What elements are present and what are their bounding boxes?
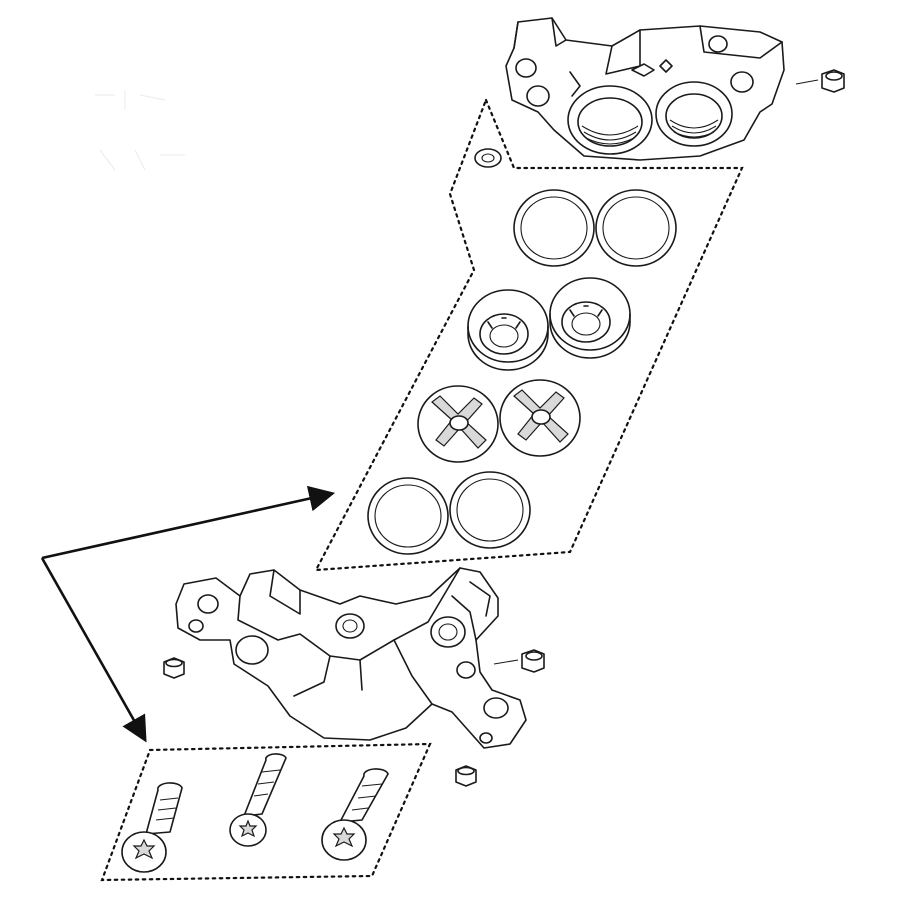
bleed-screw [493,649,545,673]
piston-seal [513,189,595,267]
piston [549,277,631,359]
seal-kit-outline [314,97,744,572]
mounting-bolt [229,753,287,847]
piston [467,289,549,371]
mounting-bolt [121,782,183,873]
bleed-screw [795,69,845,93]
o-ring [474,148,502,168]
piston [417,385,499,463]
bleed-screw [455,765,477,787]
piston-seal [595,189,677,267]
mounting-bolt [321,768,389,861]
caliper-outboard-half [505,17,785,161]
piston-seal [449,471,531,549]
piston-seal [367,477,449,555]
caliper-inboard-half [175,567,527,749]
piston [499,379,581,457]
watermark [95,90,185,171]
assembly-arrows [40,485,336,743]
bleed-screw [163,657,185,679]
